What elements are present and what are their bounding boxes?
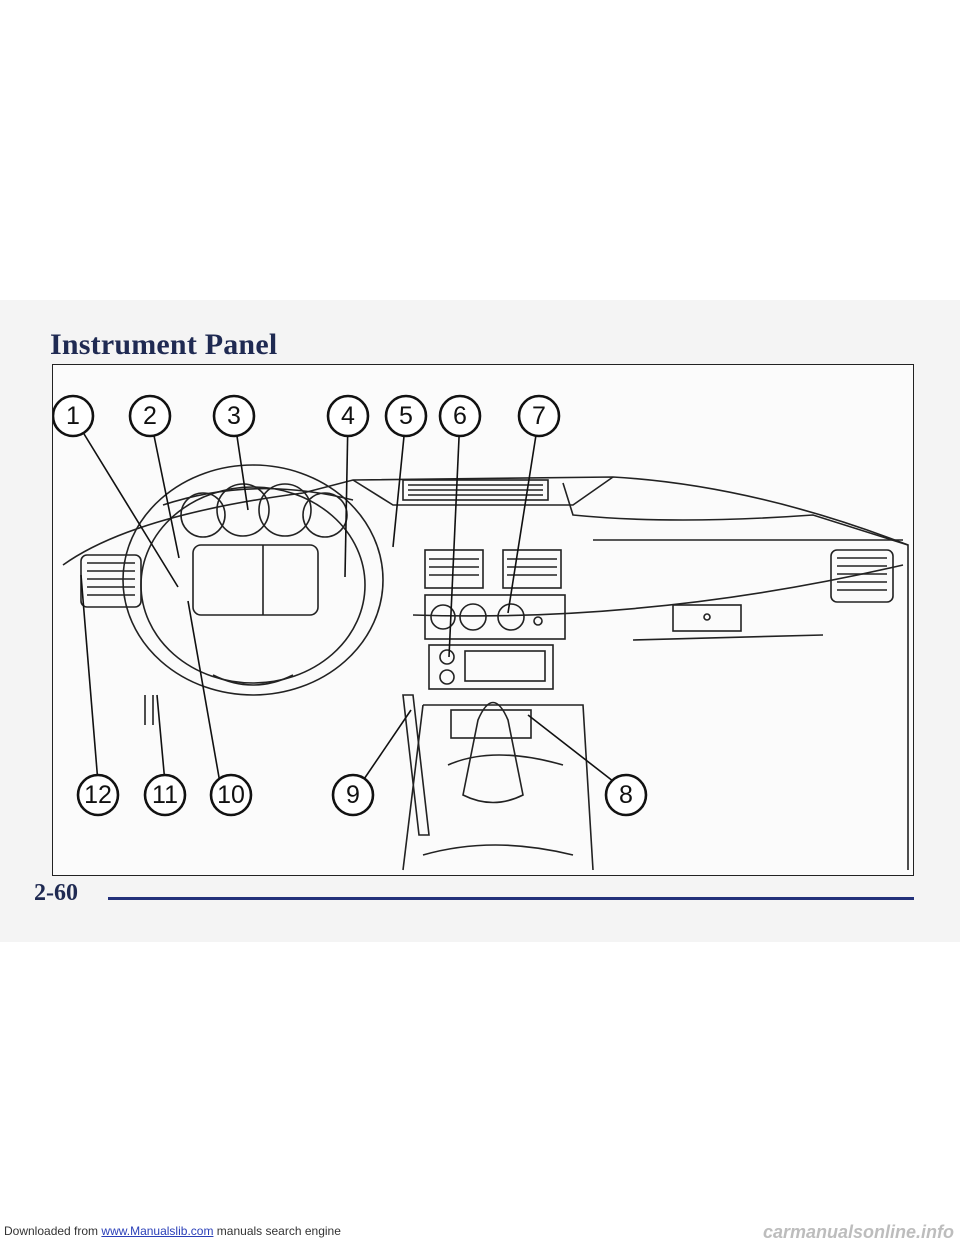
watermark: carmanualsonline.info	[762, 1222, 954, 1242]
download-suffix: manuals search engine	[216, 1224, 341, 1238]
callout-6: 6	[438, 394, 482, 438]
callout-label: 11	[152, 781, 178, 809]
callout-1: 1	[53, 394, 95, 438]
callout-label: 2	[143, 402, 157, 430]
download-prefix: Downloaded from	[4, 1224, 99, 1238]
download-notice: Downloaded from www.Manualslib.com manua…	[4, 1224, 341, 1238]
instrument-panel-illustration: 1 2 3 4 5 6 7 8 9 10 11 12	[52, 364, 914, 876]
manual-page: Instrument Panel	[0, 300, 960, 942]
page-number: 2-60	[34, 880, 78, 906]
callout-7: 7	[517, 394, 561, 438]
callout-label: 8	[619, 781, 633, 809]
callout-12: 12	[76, 773, 120, 817]
callout-2: 2	[128, 394, 172, 438]
manualslib-link[interactable]: www.Manualslib.com	[101, 1224, 214, 1238]
callout-label: 4	[341, 402, 355, 430]
callout-label: 12	[84, 781, 112, 809]
callout-5: 5	[384, 394, 428, 438]
footer: Downloaded from www.Manualslib.com manua…	[0, 1222, 960, 1242]
callout-label: 3	[227, 402, 241, 430]
callout-label: 9	[346, 781, 360, 809]
dashboard-drawing: 1 2 3 4 5 6 7 8 9 10 11 12	[53, 394, 909, 871]
callout-label: 7	[532, 402, 546, 430]
page-rule	[108, 897, 914, 900]
callout-label: 10	[217, 781, 245, 809]
callout-3: 3	[212, 394, 256, 438]
callout-label: 6	[453, 402, 467, 430]
callout-10: 10	[209, 773, 253, 817]
callout-8: 8	[604, 773, 648, 817]
callout-11: 11	[143, 773, 187, 817]
callout-9: 9	[331, 773, 375, 817]
callout-4: 4	[326, 394, 370, 438]
page-title: Instrument Panel	[50, 328, 278, 361]
callout-label: 5	[399, 402, 413, 430]
callout-label: 1	[66, 402, 80, 430]
